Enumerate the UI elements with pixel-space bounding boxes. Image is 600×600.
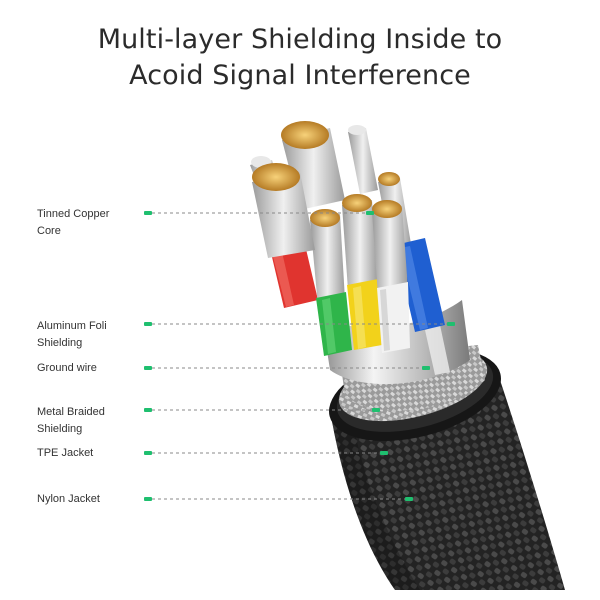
title-line-2: Acoid Signal Interference: [129, 60, 471, 91]
tinned-core-end: [252, 163, 315, 258]
page-title: Multi-layer Shielding Inside to Acoid Si…: [0, 22, 600, 94]
yellow-wire: [342, 194, 382, 350]
label-tpe-jacket: TPE Jacket: [37, 447, 94, 459]
leader-markers: [144, 211, 455, 501]
label-metal-braided-shielding: Metal Braided Shielding: [37, 406, 105, 435]
label-aluminum-foil-shielding: Aluminum Foli Shielding: [37, 320, 107, 349]
title-line-1: Multi-layer Shielding Inside to: [97, 24, 503, 55]
label-tinned-copper-core: Tinned Copper Core: [37, 208, 110, 237]
label-nylon-jacket: Nylon Jacket: [37, 493, 100, 505]
label-ground-wire: Ground wire: [37, 362, 97, 374]
leader-lines: [146, 212, 450, 500]
white-wire: [372, 200, 410, 353]
